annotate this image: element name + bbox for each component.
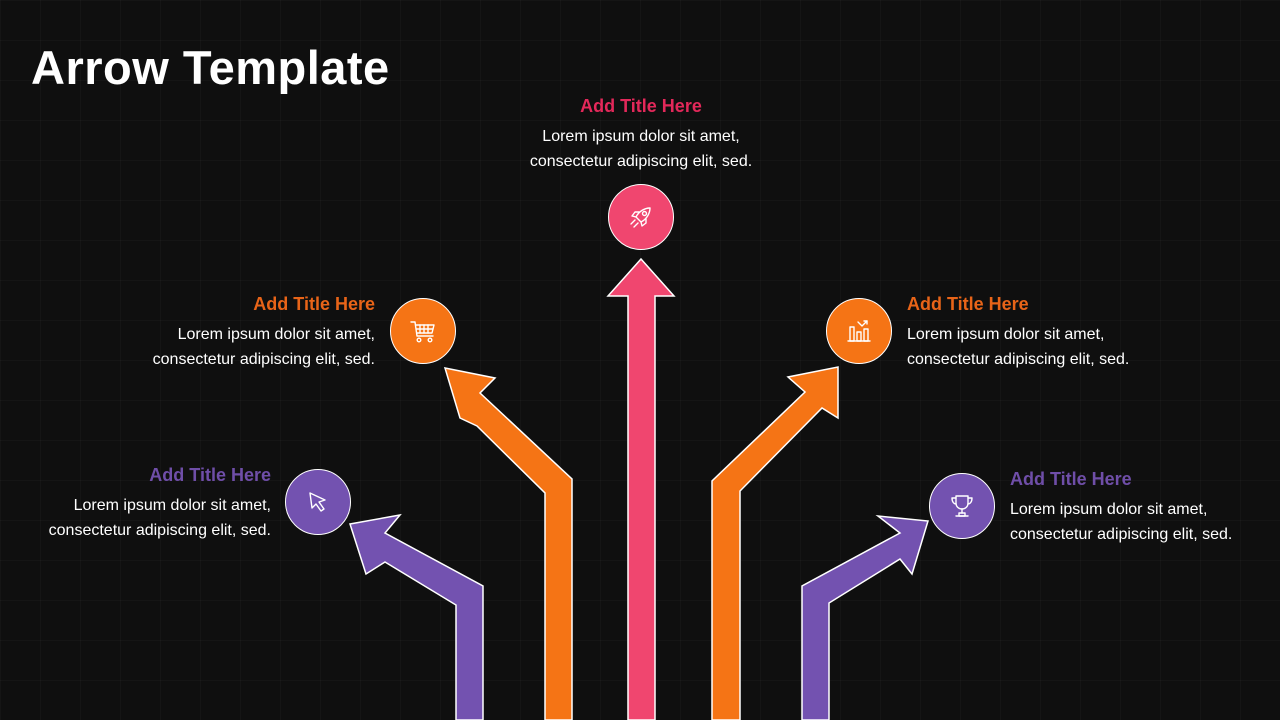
item-title: Add Title Here: [907, 294, 1029, 314]
item-left-upper: Add Title Here Lorem ipsum dolor sit ame…: [75, 294, 375, 372]
item-body: Lorem ipsum dolor sit amet, consectetur …: [75, 322, 375, 372]
item-title: Add Title Here: [253, 294, 375, 314]
rocket-icon: [630, 207, 651, 228]
badge-right-lower: [929, 473, 995, 539]
item-title: Add Title Here: [149, 465, 271, 485]
arrow-right-lower: [801, 514, 929, 720]
item-body-line: Lorem ipsum dolor sit amet,: [1010, 500, 1208, 518]
badge-right-upper: [826, 298, 892, 364]
arrow-right-upper: [711, 366, 839, 720]
item-left-lower: Add Title Here Lorem ipsum dolor sit ame…: [0, 465, 271, 543]
item-body-line: Lorem ipsum dolor sit amet,: [73, 496, 271, 514]
slide-title: Arrow Template: [31, 41, 390, 94]
item-title: Add Title Here: [580, 96, 702, 116]
item-body-line: consectetur adipiscing elit, sed.: [907, 350, 1130, 368]
cursor-icon: [309, 492, 326, 512]
item-body: Lorem ipsum dolor sit amet, consectetur …: [0, 493, 271, 543]
badge-left-lower: [285, 469, 351, 535]
item-title: Add Title Here: [1010, 469, 1132, 489]
item-body: Lorem ipsum dolor sit amet, consectetur …: [907, 322, 1227, 372]
item-body-line: consectetur adipiscing elit, sed.: [1010, 525, 1233, 543]
badge-left-upper: [390, 298, 456, 364]
item-body-line: consectetur adipiscing elit, sed.: [152, 350, 375, 368]
trophy-icon: [951, 495, 973, 517]
badge-center: [608, 184, 674, 250]
shopping-cart-icon: [410, 321, 435, 343]
item-body-line: Lorem ipsum dolor sit amet,: [177, 325, 375, 343]
bar-chart-icon: [847, 320, 871, 342]
item-body: Lorem ipsum dolor sit amet, consectetur …: [491, 124, 791, 174]
item-body-line: Lorem ipsum dolor sit amet,: [542, 127, 740, 145]
arrow-left-lower: [349, 513, 484, 720]
arrow-center: [606, 257, 676, 720]
item-right-lower: Add Title Here Lorem ipsum dolor sit ame…: [1010, 469, 1275, 547]
arrow-left-upper: [443, 367, 573, 720]
item-body-line: consectetur adipiscing elit, sed.: [529, 152, 753, 170]
item-body: Lorem ipsum dolor sit amet, consectetur …: [1010, 497, 1275, 547]
item-body-line: consectetur adipiscing elit, sed.: [48, 521, 271, 539]
item-center: Add Title Here Lorem ipsum dolor sit ame…: [491, 96, 791, 174]
item-body-line: Lorem ipsum dolor sit amet,: [907, 325, 1105, 343]
item-right-upper: Add Title Here Lorem ipsum dolor sit ame…: [907, 294, 1227, 372]
